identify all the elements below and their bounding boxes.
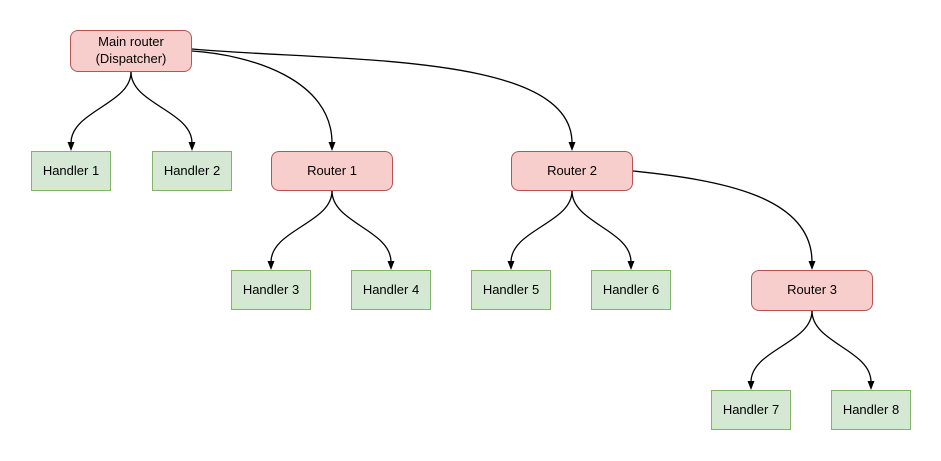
edge-main-router-to-handler-1	[67, 71, 132, 151]
node-router-1-label: Router 1	[307, 162, 357, 178]
node-router-3: Router 3	[751, 270, 873, 311]
edge-main-router-to-router-2	[191, 48, 576, 151]
edge-router-3-to-handler-8	[811, 310, 875, 390]
node-handler-4: Handler 4	[351, 270, 431, 310]
node-handler-3-label: Handler 3	[242, 281, 300, 297]
node-handler-1-label: Handler 1	[42, 162, 100, 178]
node-handler-6: Handler 6	[591, 270, 671, 310]
node-handler-5-label: Handler 5	[482, 281, 540, 297]
node-handler-7: Handler 7	[711, 390, 791, 430]
node-handler-2: Handler 2	[152, 151, 232, 191]
node-main-router-label: Main router (Dispatcher)	[95, 34, 167, 66]
edge-router-3-to-handler-7	[747, 310, 813, 390]
node-handler-7-label: Handler 7	[722, 401, 780, 417]
node-handler-8-label: Handler 8	[842, 401, 900, 417]
node-handler-1: Handler 1	[31, 151, 111, 191]
node-router-2-label: Router 2	[547, 162, 597, 178]
node-router-2: Router 2	[511, 151, 633, 191]
node-handler-8: Handler 8	[831, 390, 911, 430]
edge-router-2-to-handler-5	[507, 190, 573, 270]
node-handler-2-label: Handler 2	[163, 162, 221, 178]
edge-main-router-to-handler-2	[130, 71, 196, 151]
edge-router-2-to-handler-6	[571, 190, 635, 270]
edge-router-1-to-handler-4	[331, 190, 395, 270]
node-main-router: Main router (Dispatcher)	[70, 30, 192, 72]
node-handler-5: Handler 5	[471, 270, 551, 310]
node-handler-4-label: Handler 4	[362, 281, 420, 297]
node-router-3-label: Router 3	[787, 282, 837, 298]
node-router-1: Router 1	[271, 151, 393, 191]
node-handler-3: Handler 3	[231, 270, 311, 310]
edge-main-router-to-router-1	[191, 50, 336, 151]
edge-router-1-to-handler-3	[267, 190, 333, 270]
node-handler-6-label: Handler 6	[602, 281, 660, 297]
edge-router-2-to-router-3	[632, 170, 816, 270]
